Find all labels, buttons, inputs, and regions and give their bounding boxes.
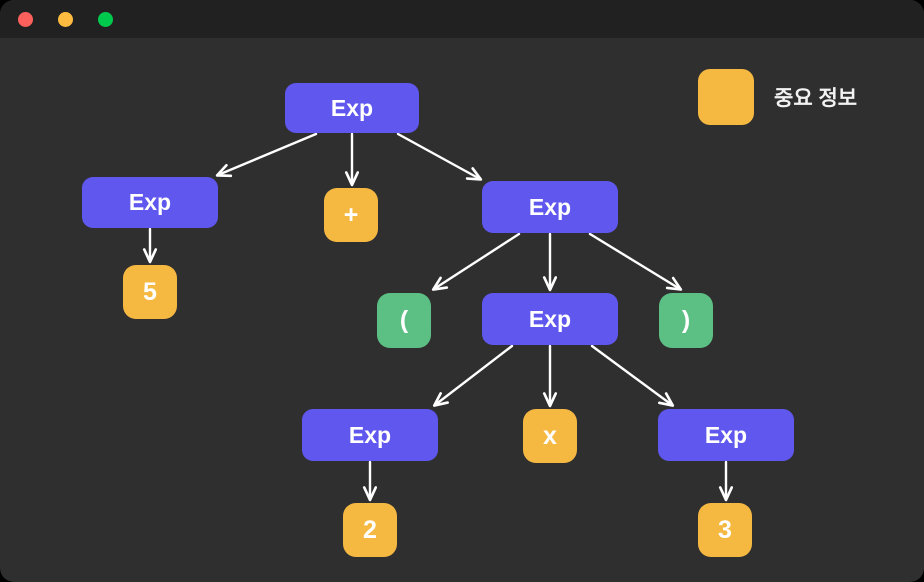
close-button[interactable] — [18, 12, 33, 27]
maximize-button[interactable] — [98, 12, 113, 27]
tree-node-label: Exp — [528, 305, 572, 332]
tree-node-label: 5 — [143, 277, 157, 306]
legend-swatch-icon — [698, 69, 754, 125]
tree-node-label: 2 — [363, 515, 377, 544]
tree-edge-n3-n7 — [588, 232, 683, 291]
tree-node-label: Exp — [348, 421, 392, 448]
tree-node-n9-terminal[interactable]: x — [523, 409, 577, 463]
tree-edge-n6-n8 — [432, 344, 514, 407]
legend: 중요 정보 — [698, 69, 857, 125]
minimize-button[interactable] — [58, 12, 73, 27]
tree-node-label: 3 — [718, 515, 732, 544]
tree-node-n5-paren[interactable]: ( — [377, 293, 431, 348]
tree-node-n7-paren[interactable]: ) — [659, 293, 713, 348]
tree-node-n8-nonterminal[interactable]: Exp — [302, 409, 438, 461]
tree-node-label: + — [343, 200, 359, 229]
tree-node-n0-nonterminal[interactable]: Exp — [285, 83, 419, 133]
tree-node-label: x — [543, 421, 557, 450]
tree-node-n1-nonterminal[interactable]: Exp — [82, 177, 218, 228]
tree-edge-n6-n10 — [590, 344, 675, 407]
tree-node-label: ) — [681, 306, 691, 334]
tree-node-label: Exp — [128, 189, 172, 215]
tree-node-n12-terminal[interactable]: 3 — [698, 503, 752, 557]
tree-edge-n0-n3 — [396, 132, 483, 181]
tree-edge-n0-n1 — [215, 132, 318, 178]
tree-node-label: Exp — [330, 94, 374, 121]
tree-node-label: Exp — [528, 193, 572, 220]
tree-node-n10-nonterminal[interactable]: Exp — [658, 409, 794, 461]
window-titlebar — [0, 0, 924, 38]
tree-node-label: Exp — [704, 421, 748, 448]
tree-edge-n3-n5 — [431, 232, 521, 291]
tree-node-n6-nonterminal[interactable]: Exp — [482, 293, 618, 345]
tree-node-n3-nonterminal[interactable]: Exp — [482, 181, 618, 233]
legend-label: 중요 정보 — [774, 87, 858, 110]
tree-node-n4-terminal[interactable]: 5 — [123, 265, 177, 319]
tree-node-label: ( — [399, 306, 409, 334]
tree-node-n11-terminal[interactable]: 2 — [343, 503, 397, 557]
tree-node-n2-terminal[interactable]: + — [324, 188, 378, 242]
